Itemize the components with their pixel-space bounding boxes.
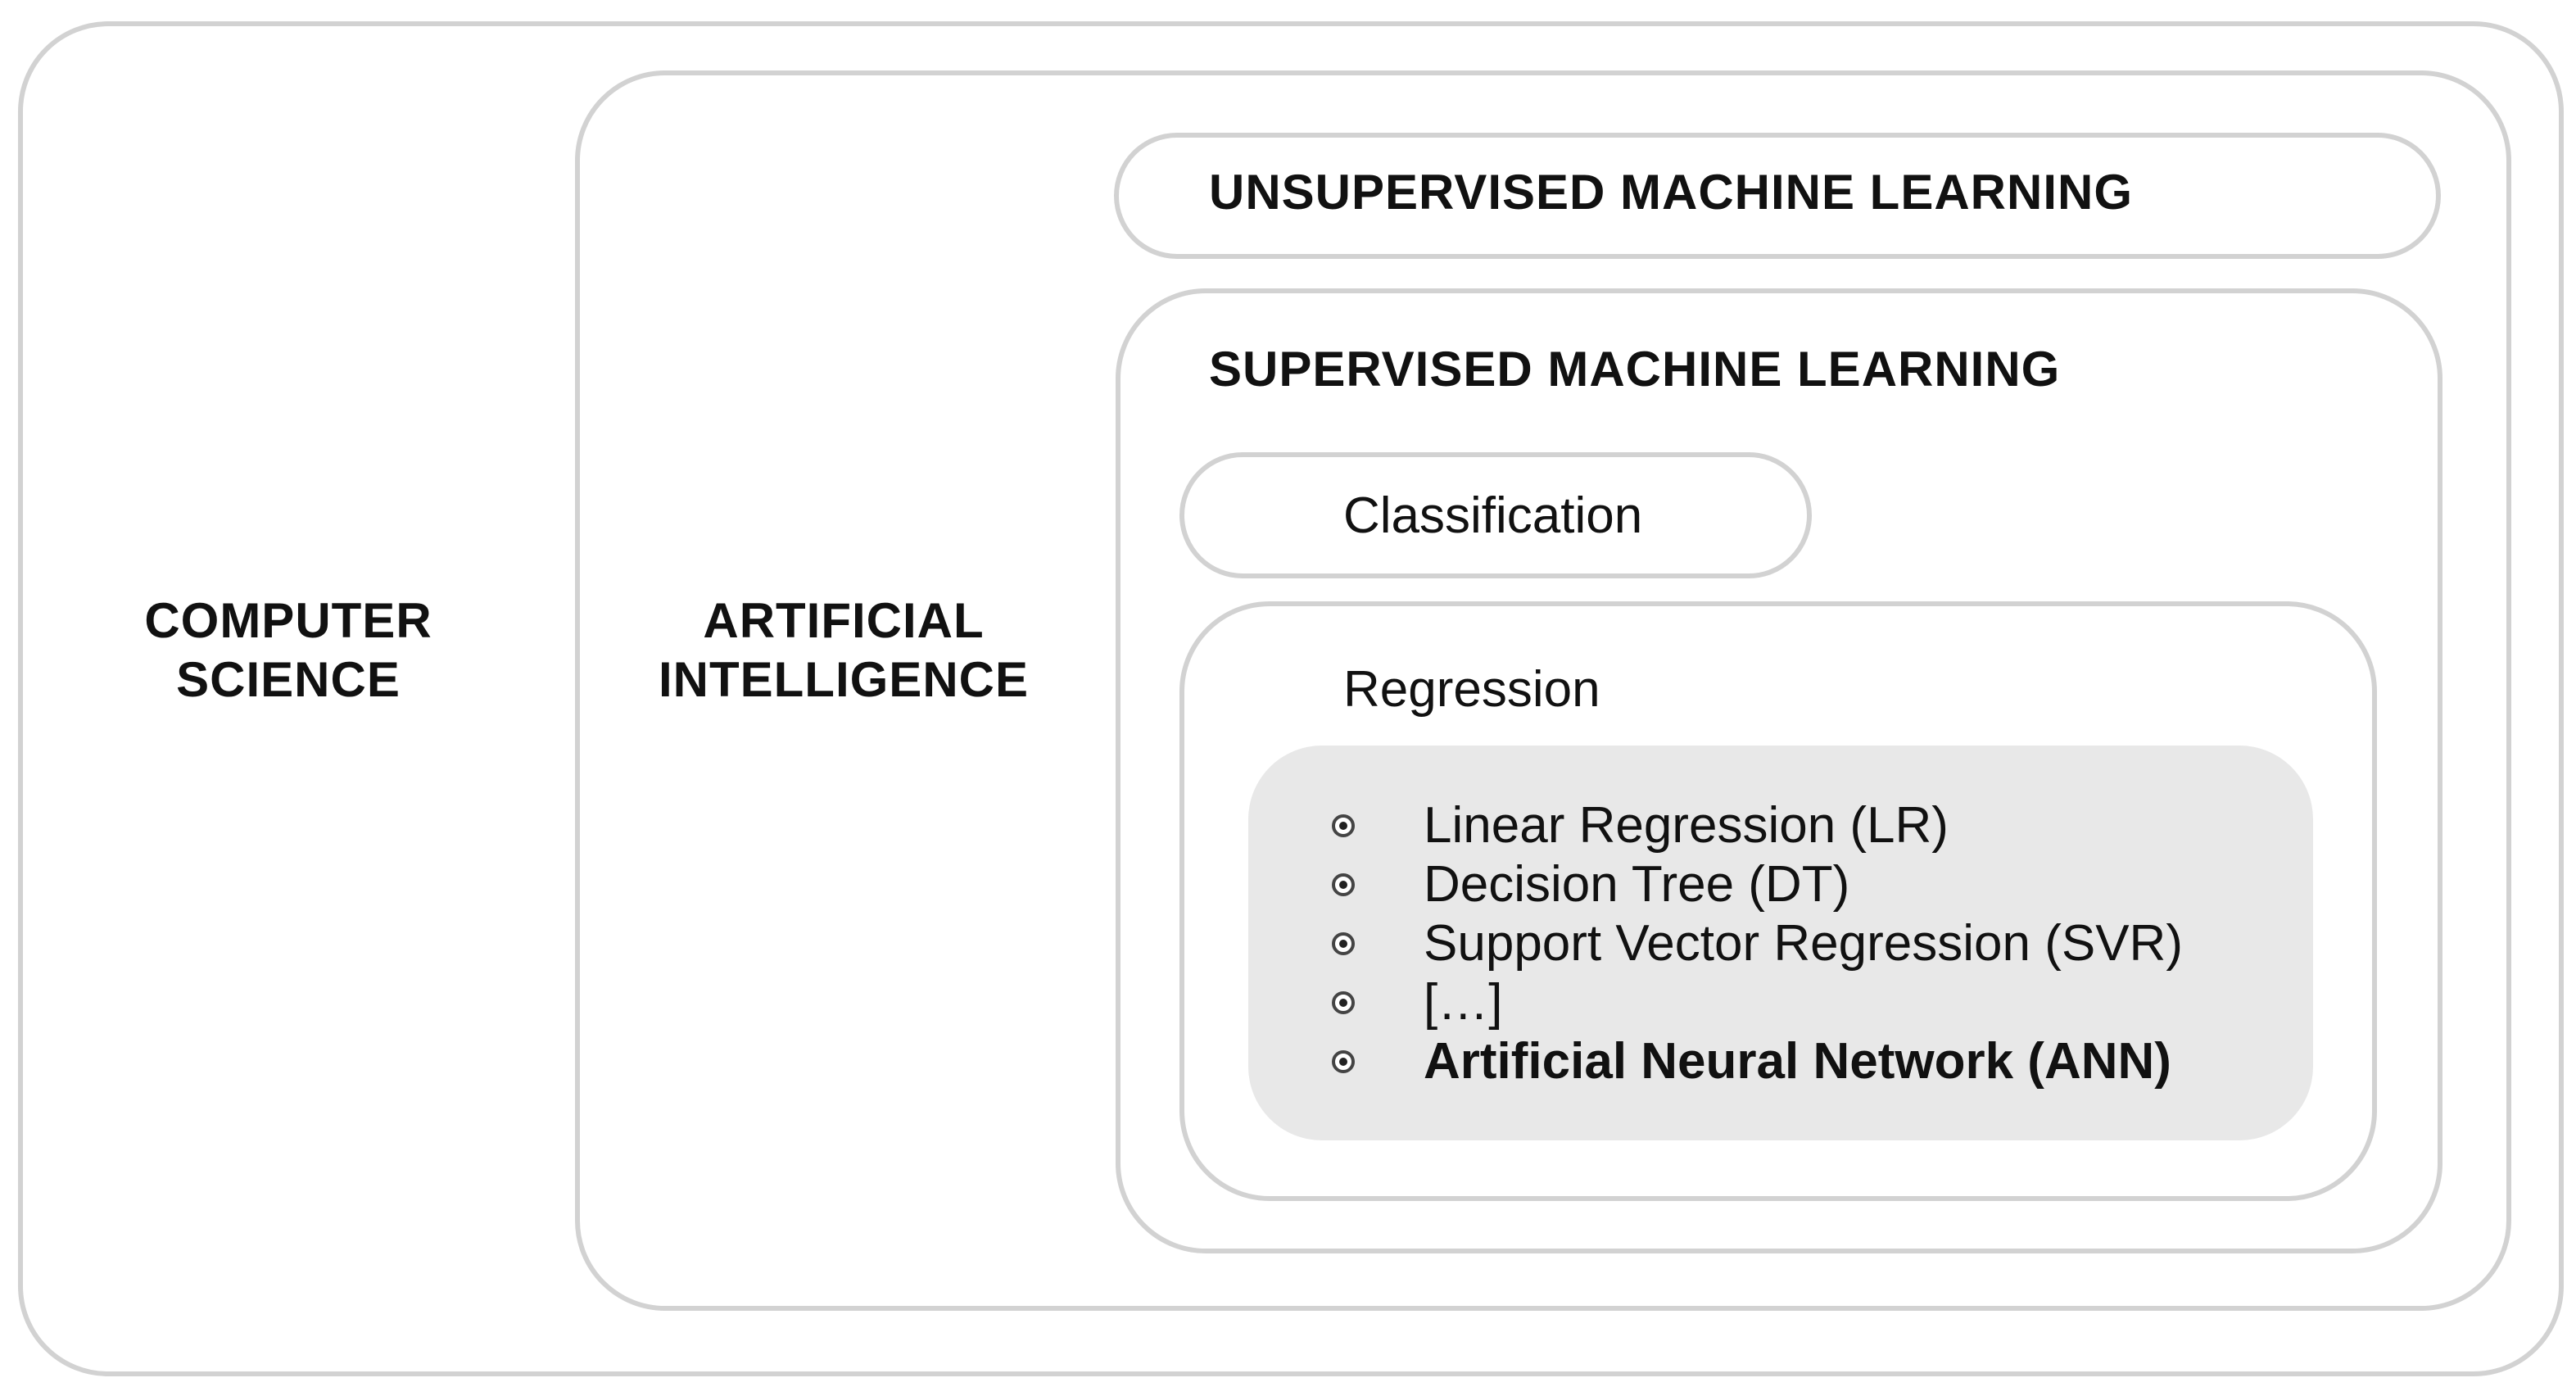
list-item: Support Vector Regression (SVR): [1329, 914, 2183, 973]
algorithm-name: […]: [1424, 974, 1503, 1031]
regression-algorithms-panel: [1248, 746, 2313, 1140]
bullet-icon: [1332, 873, 1355, 896]
bullet-icon: [1332, 932, 1355, 955]
regression-algorithm-list: Linear Regression (LR) Decision Tree (DT…: [1329, 796, 2183, 1091]
algorithm-name: Support Vector Regression (SVR): [1424, 915, 2183, 972]
list-item: […]: [1329, 973, 2183, 1032]
algorithm-name: Decision Tree (DT): [1424, 856, 1850, 913]
artificial-intelligence-label: ARTIFICIAL INTELLIGENCE: [658, 593, 1029, 707]
bullet-icon: [1332, 1050, 1355, 1073]
algorithm-name: Linear Regression (LR): [1424, 797, 1949, 854]
regression-label: Regression: [1343, 661, 1600, 718]
list-item: Linear Regression (LR): [1329, 796, 2183, 855]
unsupervised-ml-region: [1114, 133, 2441, 259]
bullet-icon: [1332, 991, 1355, 1014]
classification-region: [1179, 452, 1812, 578]
unsupervised-ml-label: UNSUPERVISED MACHINE LEARNING: [1209, 165, 2134, 220]
classification-label: Classification: [1343, 487, 1643, 544]
supervised-ml-label: SUPERVISED MACHINE LEARNING: [1209, 342, 2061, 397]
computer-science-label: COMPUTER SCIENCE: [144, 593, 432, 707]
list-item: Artificial Neural Network (ANN): [1329, 1032, 2183, 1091]
list-item: Decision Tree (DT): [1329, 855, 2183, 914]
bullet-icon: [1332, 814, 1355, 837]
algorithm-name-highlighted: Artificial Neural Network (ANN): [1424, 1033, 2171, 1090]
